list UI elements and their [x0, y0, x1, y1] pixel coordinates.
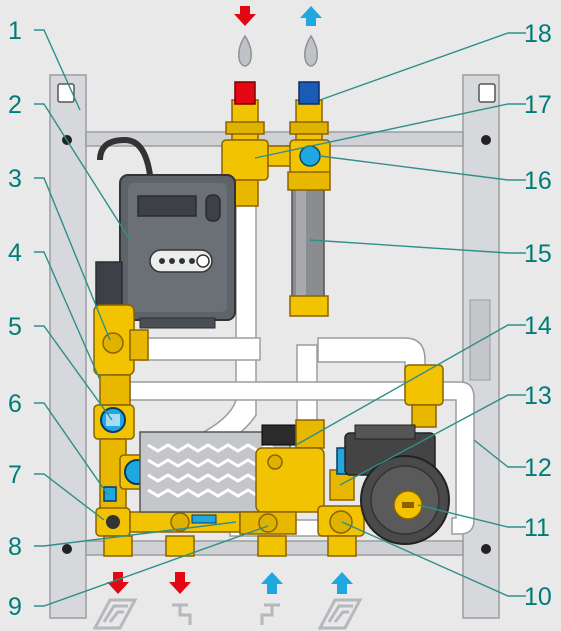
- callout-number: 11: [524, 514, 550, 542]
- callout-number: 2: [8, 91, 22, 119]
- bottom-connections: [92, 535, 363, 630]
- check-valve-icon: [329, 510, 353, 534]
- hot-arrow-down-icon: [107, 572, 129, 594]
- cold-arrow-up-icon: [261, 572, 283, 594]
- screw-icon: [62, 544, 72, 554]
- callout-number: 13: [524, 382, 552, 410]
- flow-sensor-icon: [267, 454, 283, 470]
- callout-number: 8: [8, 533, 22, 561]
- callout-number: 17: [524, 91, 552, 119]
- sensor-port-icon: [299, 145, 321, 167]
- hanger-slot-right-icon: [478, 83, 496, 103]
- circulation-pump: [344, 424, 450, 545]
- callout-number: 10: [524, 583, 552, 611]
- screw-icon: [481, 544, 491, 554]
- tap-icon: [260, 603, 280, 625]
- floor-heating-icon: [317, 598, 363, 630]
- floor-heating-icon: [92, 598, 138, 630]
- callout-number: 16: [524, 167, 552, 195]
- knob-icon: [196, 254, 210, 268]
- flame-icon: [238, 34, 252, 67]
- callout-number: 1: [8, 17, 22, 45]
- callout-number: 3: [8, 165, 22, 193]
- top-symbols: [234, 6, 322, 67]
- leader-lines: [34, 29, 526, 607]
- power-cable: [97, 136, 153, 176]
- shutoff-valve-hot: [225, 81, 265, 141]
- callout-number: 5: [8, 313, 22, 341]
- display-window: [137, 195, 197, 217]
- control-box: [95, 136, 236, 329]
- tap-icon: [172, 603, 192, 625]
- callout-number: 6: [8, 390, 22, 418]
- middle-fittings: [239, 364, 444, 537]
- flexible-hose: [291, 187, 325, 299]
- callout-labels-left: 1 2 3 4 5 6 7 8 9: [8, 17, 22, 621]
- cold-arrow-up-icon: [331, 572, 353, 594]
- callout-number: 4: [8, 239, 22, 267]
- callout-number: 12: [524, 454, 552, 482]
- callout-number: 9: [8, 593, 22, 621]
- callout-number: 14: [524, 312, 552, 340]
- hot-arrow-down-icon: [169, 572, 191, 594]
- screw-icon: [481, 135, 491, 145]
- hot-arrow-down-icon: [234, 6, 256, 26]
- callout-number: 7: [8, 461, 22, 489]
- shutoff-valve-cold: [289, 81, 329, 141]
- callout-labels-right: 18 17 16 15 14 13 12 11 10: [524, 20, 552, 611]
- callout-number: 15: [524, 240, 552, 268]
- cold-arrow-up-icon: [300, 6, 322, 26]
- callout-number: 18: [524, 20, 552, 48]
- flame-icon: [304, 34, 318, 67]
- top-tee-fittings: [221, 139, 331, 317]
